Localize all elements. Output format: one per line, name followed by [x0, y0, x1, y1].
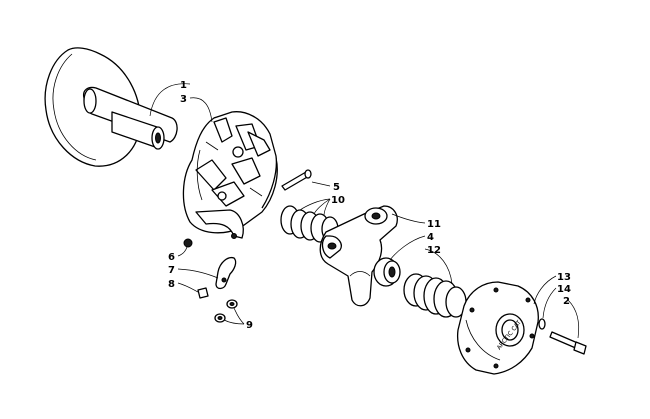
washer-part: [538, 318, 546, 330]
callout-3: 3: [180, 94, 187, 105]
main-spring-12: [403, 273, 467, 318]
leader-lines: [149, 83, 580, 339]
callout-14: 14: [557, 284, 571, 295]
callout-5: 5: [333, 182, 340, 193]
callout-1: 1: [180, 80, 187, 91]
callout-4: 4: [427, 232, 434, 243]
callout-6: 6: [168, 252, 175, 263]
callout-11: 11: [427, 219, 441, 230]
callout-12: 12: [427, 245, 441, 256]
callout-8: 8: [168, 279, 175, 290]
spider-part: [319, 205, 398, 307]
callout-9: 9: [246, 320, 253, 331]
stationary-sheave: [44, 47, 178, 167]
callout-labels: 1 3 5 10 11 4 12 13 14 2 6 7 8 9: [168, 80, 571, 331]
callout-2: 2: [563, 296, 570, 307]
weight-part-7: [215, 256, 237, 290]
set-screw-part-8: [197, 287, 209, 299]
bolt-part: [549, 331, 587, 355]
washers-part-9: [214, 299, 238, 323]
moveable-sheave-housing: [182, 111, 278, 239]
callout-13: 13: [557, 272, 571, 283]
nut-part-6: [183, 238, 193, 248]
cover-plate: ARCTIC CAT: [456, 281, 539, 375]
callout-10: 10: [331, 195, 345, 206]
pin-part: [281, 169, 312, 191]
callout-7: 7: [168, 265, 175, 276]
bushing-part: [373, 257, 401, 287]
